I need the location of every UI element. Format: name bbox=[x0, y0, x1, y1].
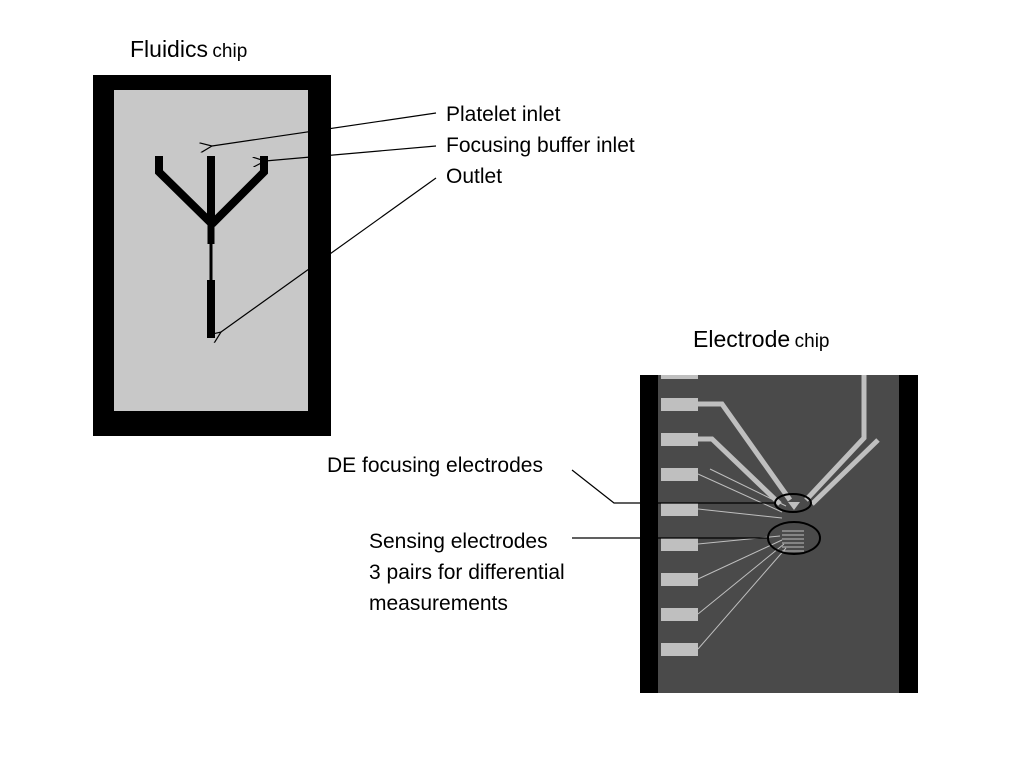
electrode-chip-body bbox=[640, 375, 918, 693]
electrode-title-main: Electrode bbox=[693, 326, 791, 352]
thin-traces bbox=[697, 468, 787, 650]
sensing-pairs-label: 3 pairs for differential bbox=[369, 561, 565, 584]
platelet-inlet-label: Platelet inlet bbox=[446, 103, 561, 126]
fluidics-title-sub: chip bbox=[212, 41, 248, 62]
sensing-electrodes-label: Sensing electrodes bbox=[369, 530, 548, 553]
fluidics-chip-title: Fluidics chip bbox=[130, 36, 248, 62]
electrode-leaders bbox=[571, 469, 776, 539]
electrode-title-sub: chip bbox=[794, 331, 830, 352]
fluidic-channel-network bbox=[155, 156, 268, 338]
focusing-buffer-inlet-label: Focusing buffer inlet bbox=[446, 134, 635, 157]
platelet-inlet-arrow bbox=[212, 112, 437, 146]
fluidics-leaders bbox=[212, 112, 437, 332]
outlet-label: Outlet bbox=[446, 165, 503, 188]
sensing-electrode-fingers bbox=[782, 530, 804, 552]
electrode-chip-right-edge bbox=[899, 375, 918, 693]
contact-pads bbox=[661, 375, 698, 656]
electrode-chip-title: Electrode chip bbox=[693, 326, 830, 352]
electrode-chip-left-edge bbox=[640, 375, 658, 693]
de-focusing-traces bbox=[698, 375, 880, 506]
fluidics-chip bbox=[93, 75, 331, 436]
de-focusing-electrodes-label: DE focusing electrodes bbox=[327, 454, 543, 477]
focusing-buffer-arrow bbox=[265, 145, 437, 161]
de-focusing-leader bbox=[571, 469, 776, 504]
electrode-chip bbox=[640, 375, 918, 693]
focusing-tip bbox=[788, 502, 800, 510]
sensing-measurements-label: measurements bbox=[369, 592, 508, 615]
outlet-arrow bbox=[221, 177, 437, 332]
fluidics-title-main: Fluidics bbox=[130, 36, 208, 62]
